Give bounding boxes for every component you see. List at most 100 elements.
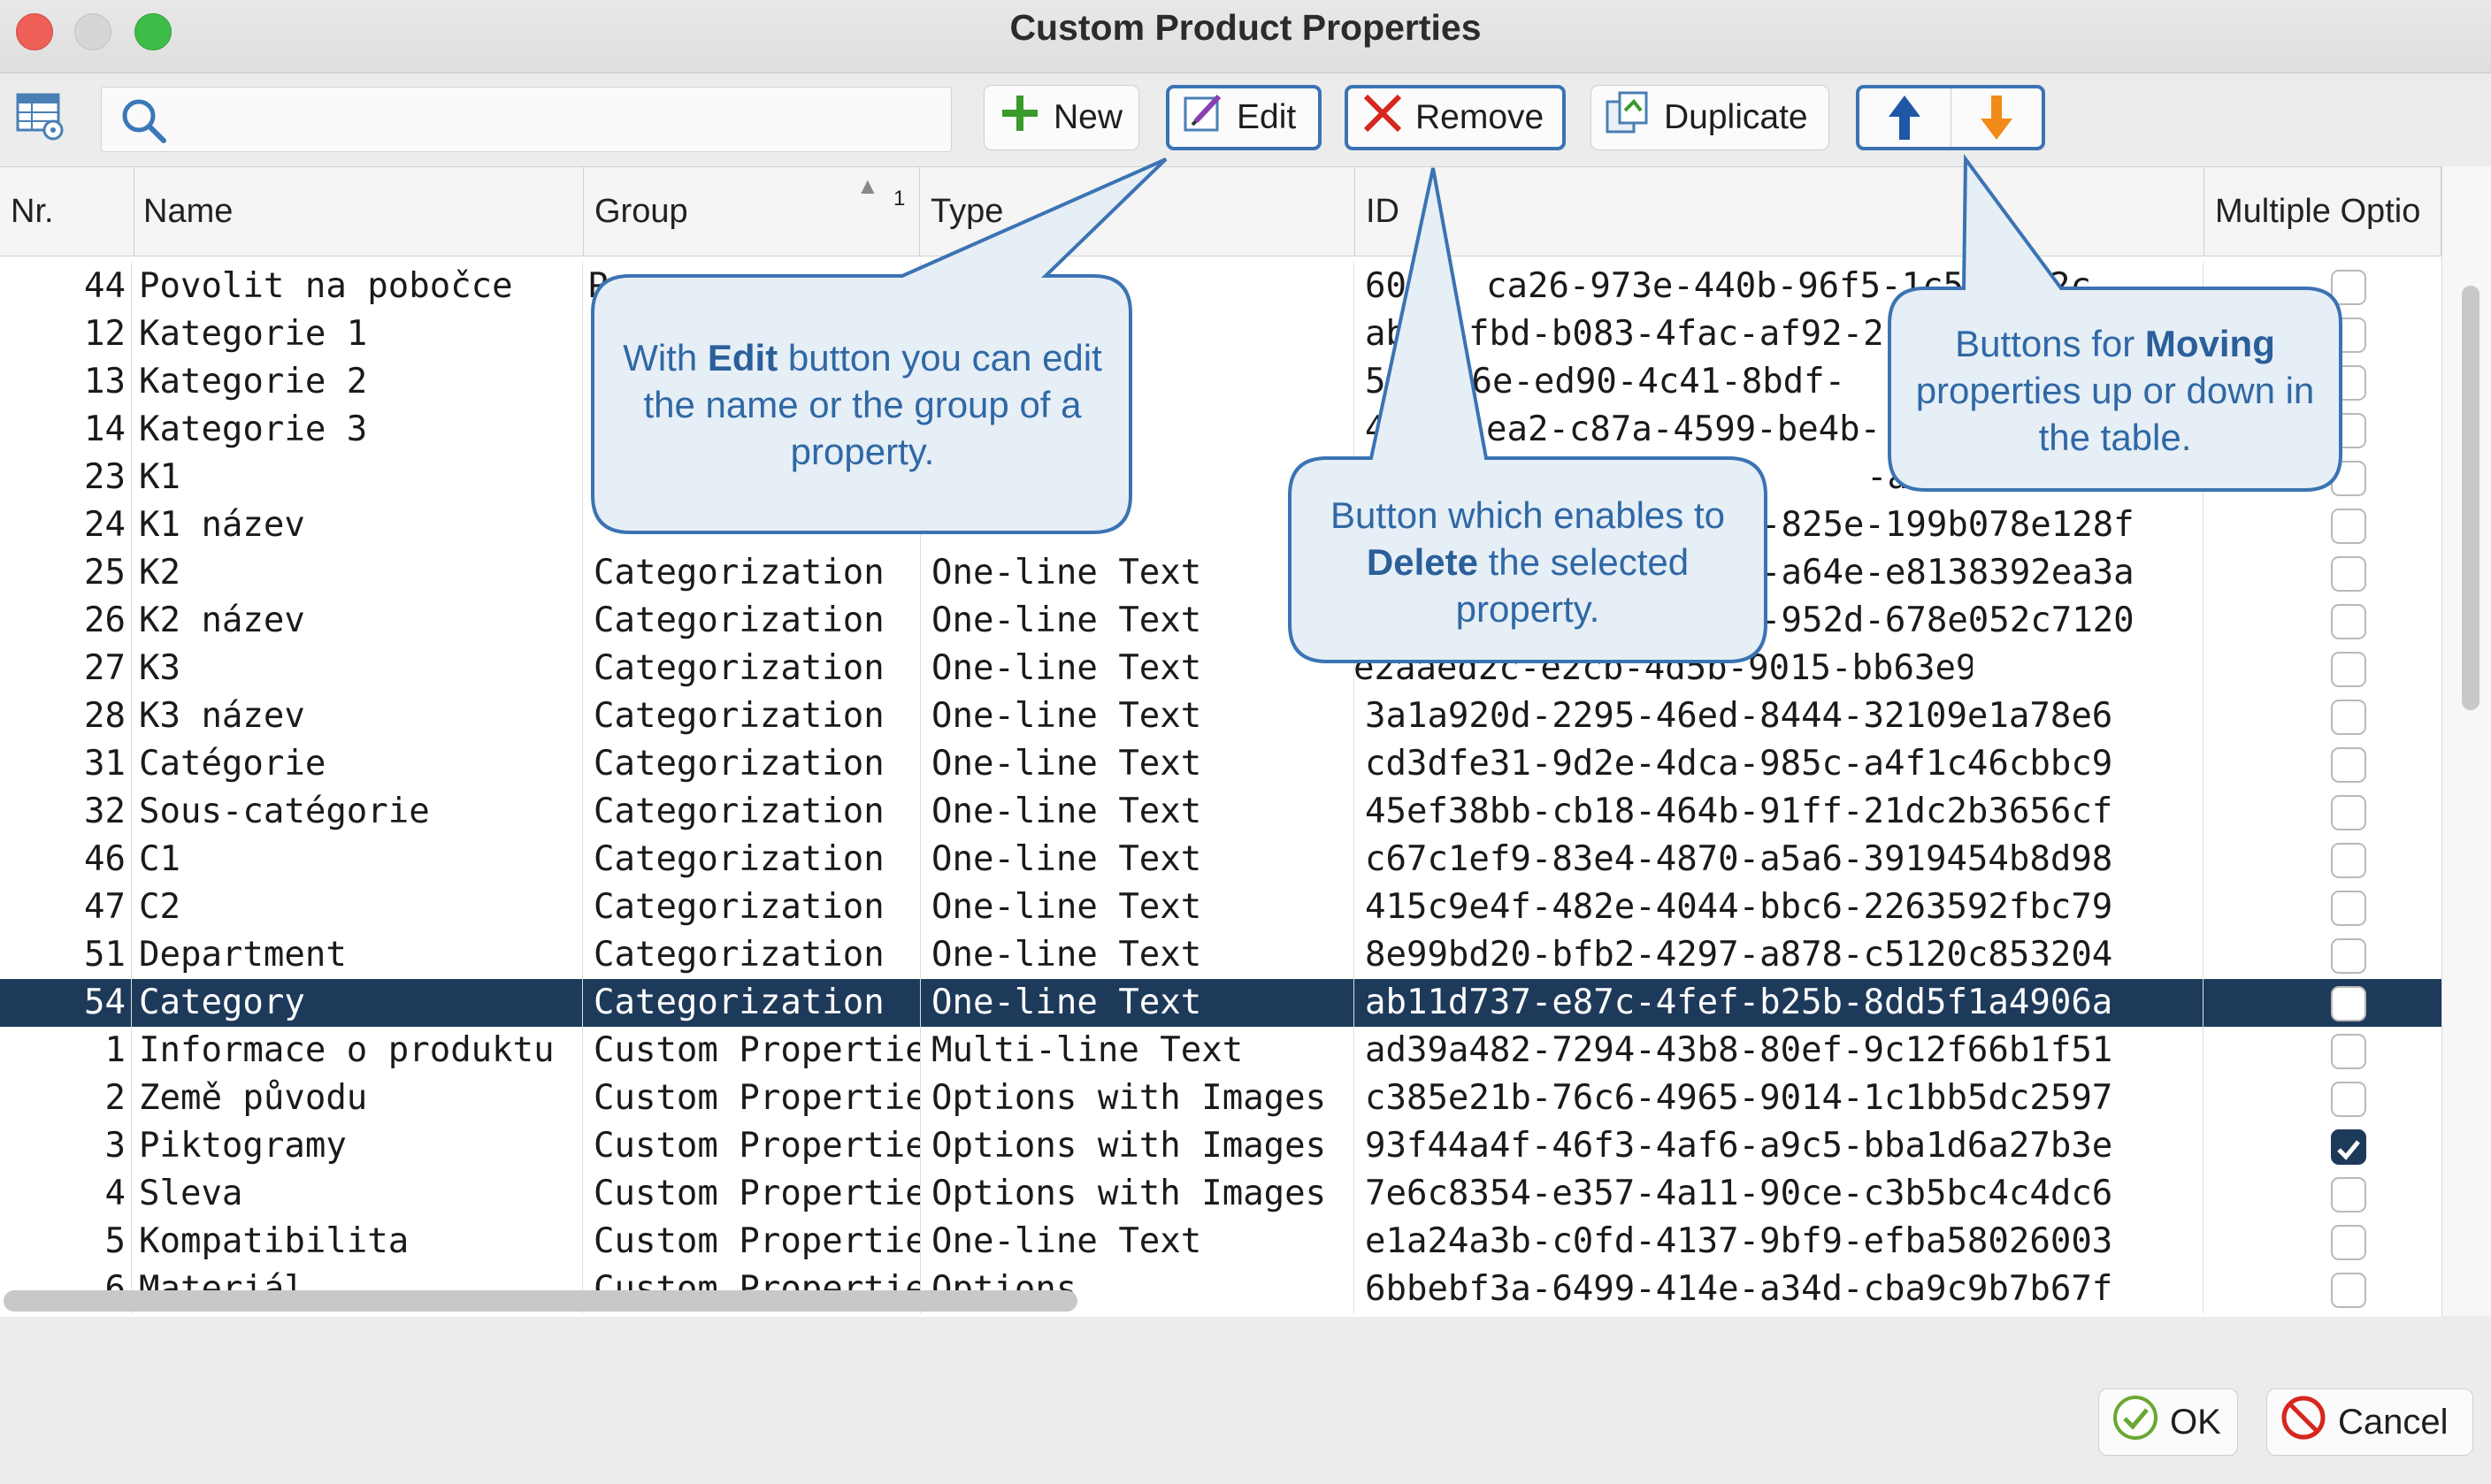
multiple-options-checkbox[interactable] <box>2331 1177 2366 1212</box>
cell-nr: 12 <box>84 314 126 354</box>
move-up-button[interactable] <box>1859 88 1951 147</box>
cell-nr: 26 <box>84 600 126 640</box>
cell-name: Země původu <box>131 1075 582 1122</box>
multiple-options-checkbox[interactable] <box>2331 891 2366 926</box>
cancel-icon <box>2280 1394 2327 1450</box>
cell-multiple-options <box>2203 263 2441 310</box>
multiple-options-checkbox[interactable] <box>2331 1082 2366 1117</box>
multiple-options-checkbox[interactable] <box>2331 317 2366 353</box>
cell-name: Informace o produktu <box>131 1027 582 1075</box>
multiple-options-checkbox[interactable] <box>2331 509 2366 544</box>
header-group[interactable]: Group ▲ 1 <box>584 167 920 256</box>
search-icon <box>122 99 166 143</box>
header-name[interactable]: Name <box>134 167 584 256</box>
cell-group: Categorization <box>582 645 920 692</box>
multiple-options-checkbox[interactable] <box>2331 700 2366 735</box>
vertical-scrollbar-thumb[interactable] <box>2462 286 2480 710</box>
ok-button[interactable]: OK <box>2098 1388 2238 1456</box>
minimize-window-button[interactable] <box>74 13 111 50</box>
duplicate-icon <box>1606 91 1652 144</box>
cell-type <box>920 501 1353 549</box>
horizontal-scrollbar-thumb[interactable] <box>4 1290 1077 1312</box>
cell-nr: 5 <box>104 1221 126 1261</box>
cell-name: Kategorie 3 <box>131 406 582 454</box>
cell-nr: 4 <box>104 1174 126 1213</box>
cell-multiple-options <box>2203 549 2441 597</box>
cell-nr: 27 <box>84 648 126 688</box>
move-down-button[interactable] <box>1951 88 2043 147</box>
cell-group <box>582 358 920 406</box>
cell-group: Custom Properties <box>582 1170 920 1218</box>
search-input[interactable] <box>181 96 937 142</box>
cell-name: Povolit na pobočce <box>131 263 582 310</box>
table-header: Nr. Name Group ▲ 1 Type ID Multiple Opti… <box>0 167 2441 256</box>
header-id[interactable]: ID <box>1355 167 2204 256</box>
cell-type: One-line Text <box>920 931 1353 979</box>
cell-nr: 32 <box>84 792 126 831</box>
cell-multiple-options <box>2203 931 2441 979</box>
cell-multiple-options <box>2203 1122 2441 1170</box>
duplicate-button[interactable]: Duplicate <box>1590 85 1829 150</box>
multiple-options-checkbox[interactable] <box>2331 270 2366 305</box>
multiple-options-checkbox[interactable] <box>2331 843 2366 878</box>
edit-button[interactable]: Edit <box>1166 85 1322 150</box>
multiple-options-checkbox[interactable] <box>2331 986 2366 1021</box>
multiple-options-checkbox[interactable] <box>2331 556 2366 592</box>
callout-edit-text-pre: With <box>623 337 708 379</box>
cancel-button[interactable]: Cancel <box>2266 1388 2473 1456</box>
multiple-options-checkbox[interactable] <box>2331 938 2366 974</box>
remove-button[interactable]: Remove <box>1345 85 1566 150</box>
multiple-options-checkbox[interactable] <box>2331 1225 2366 1260</box>
cell-name: K3 <box>131 645 582 692</box>
cancel-button-label: Cancel <box>2338 1402 2449 1442</box>
cell-multiple-options <box>2203 1170 2441 1218</box>
ok-button-label: OK <box>2170 1402 2221 1442</box>
header-multiple-options[interactable]: Multiple Optio <box>2204 167 2441 256</box>
close-window-button[interactable] <box>16 13 53 50</box>
zoom-window-button[interactable] <box>134 13 172 50</box>
arrow-up-icon <box>1889 96 1921 140</box>
header-nr[interactable]: Nr. <box>0 167 134 256</box>
cell-name: K2 <box>131 549 582 597</box>
search-box[interactable] <box>101 87 952 152</box>
vertical-scrollbar-track[interactable] <box>2441 166 2491 1316</box>
cell-name: Piktogramy <box>131 1122 582 1170</box>
cell-nr: 3 <box>104 1126 126 1166</box>
multiple-options-checkbox[interactable] <box>2331 747 2366 783</box>
table-settings-icon[interactable] <box>16 91 65 145</box>
multiple-options-checkbox[interactable] <box>2331 1273 2366 1308</box>
remove-x-icon <box>1360 91 1405 144</box>
multiple-options-checkbox[interactable] <box>2331 652 2366 687</box>
cell-id: 7e6c8354-e357-4a11-90ce-c3b5bc4c4dc6 <box>1353 1170 2203 1218</box>
multiple-options-checkbox[interactable] <box>2331 604 2366 639</box>
callout-move-text-bold: Moving <box>2144 323 2275 364</box>
multiple-options-checkbox[interactable] <box>2331 1129 2366 1165</box>
multiple-options-checkbox[interactable] <box>2331 1034 2366 1069</box>
cell-group: Custom Properties <box>582 1218 920 1266</box>
multiple-options-checkbox[interactable] <box>2331 365 2366 401</box>
header-type[interactable]: Type <box>920 167 1355 256</box>
new-button[interactable]: New <box>984 85 1139 150</box>
cell-id: e1a24a3b-c0fd-4137-9bf9-efba58026003 <box>1353 1218 2203 1266</box>
multiple-options-checkbox[interactable] <box>2331 413 2366 448</box>
multiple-options-checkbox[interactable] <box>2331 795 2366 830</box>
edit-pencil-icon <box>1182 91 1226 144</box>
